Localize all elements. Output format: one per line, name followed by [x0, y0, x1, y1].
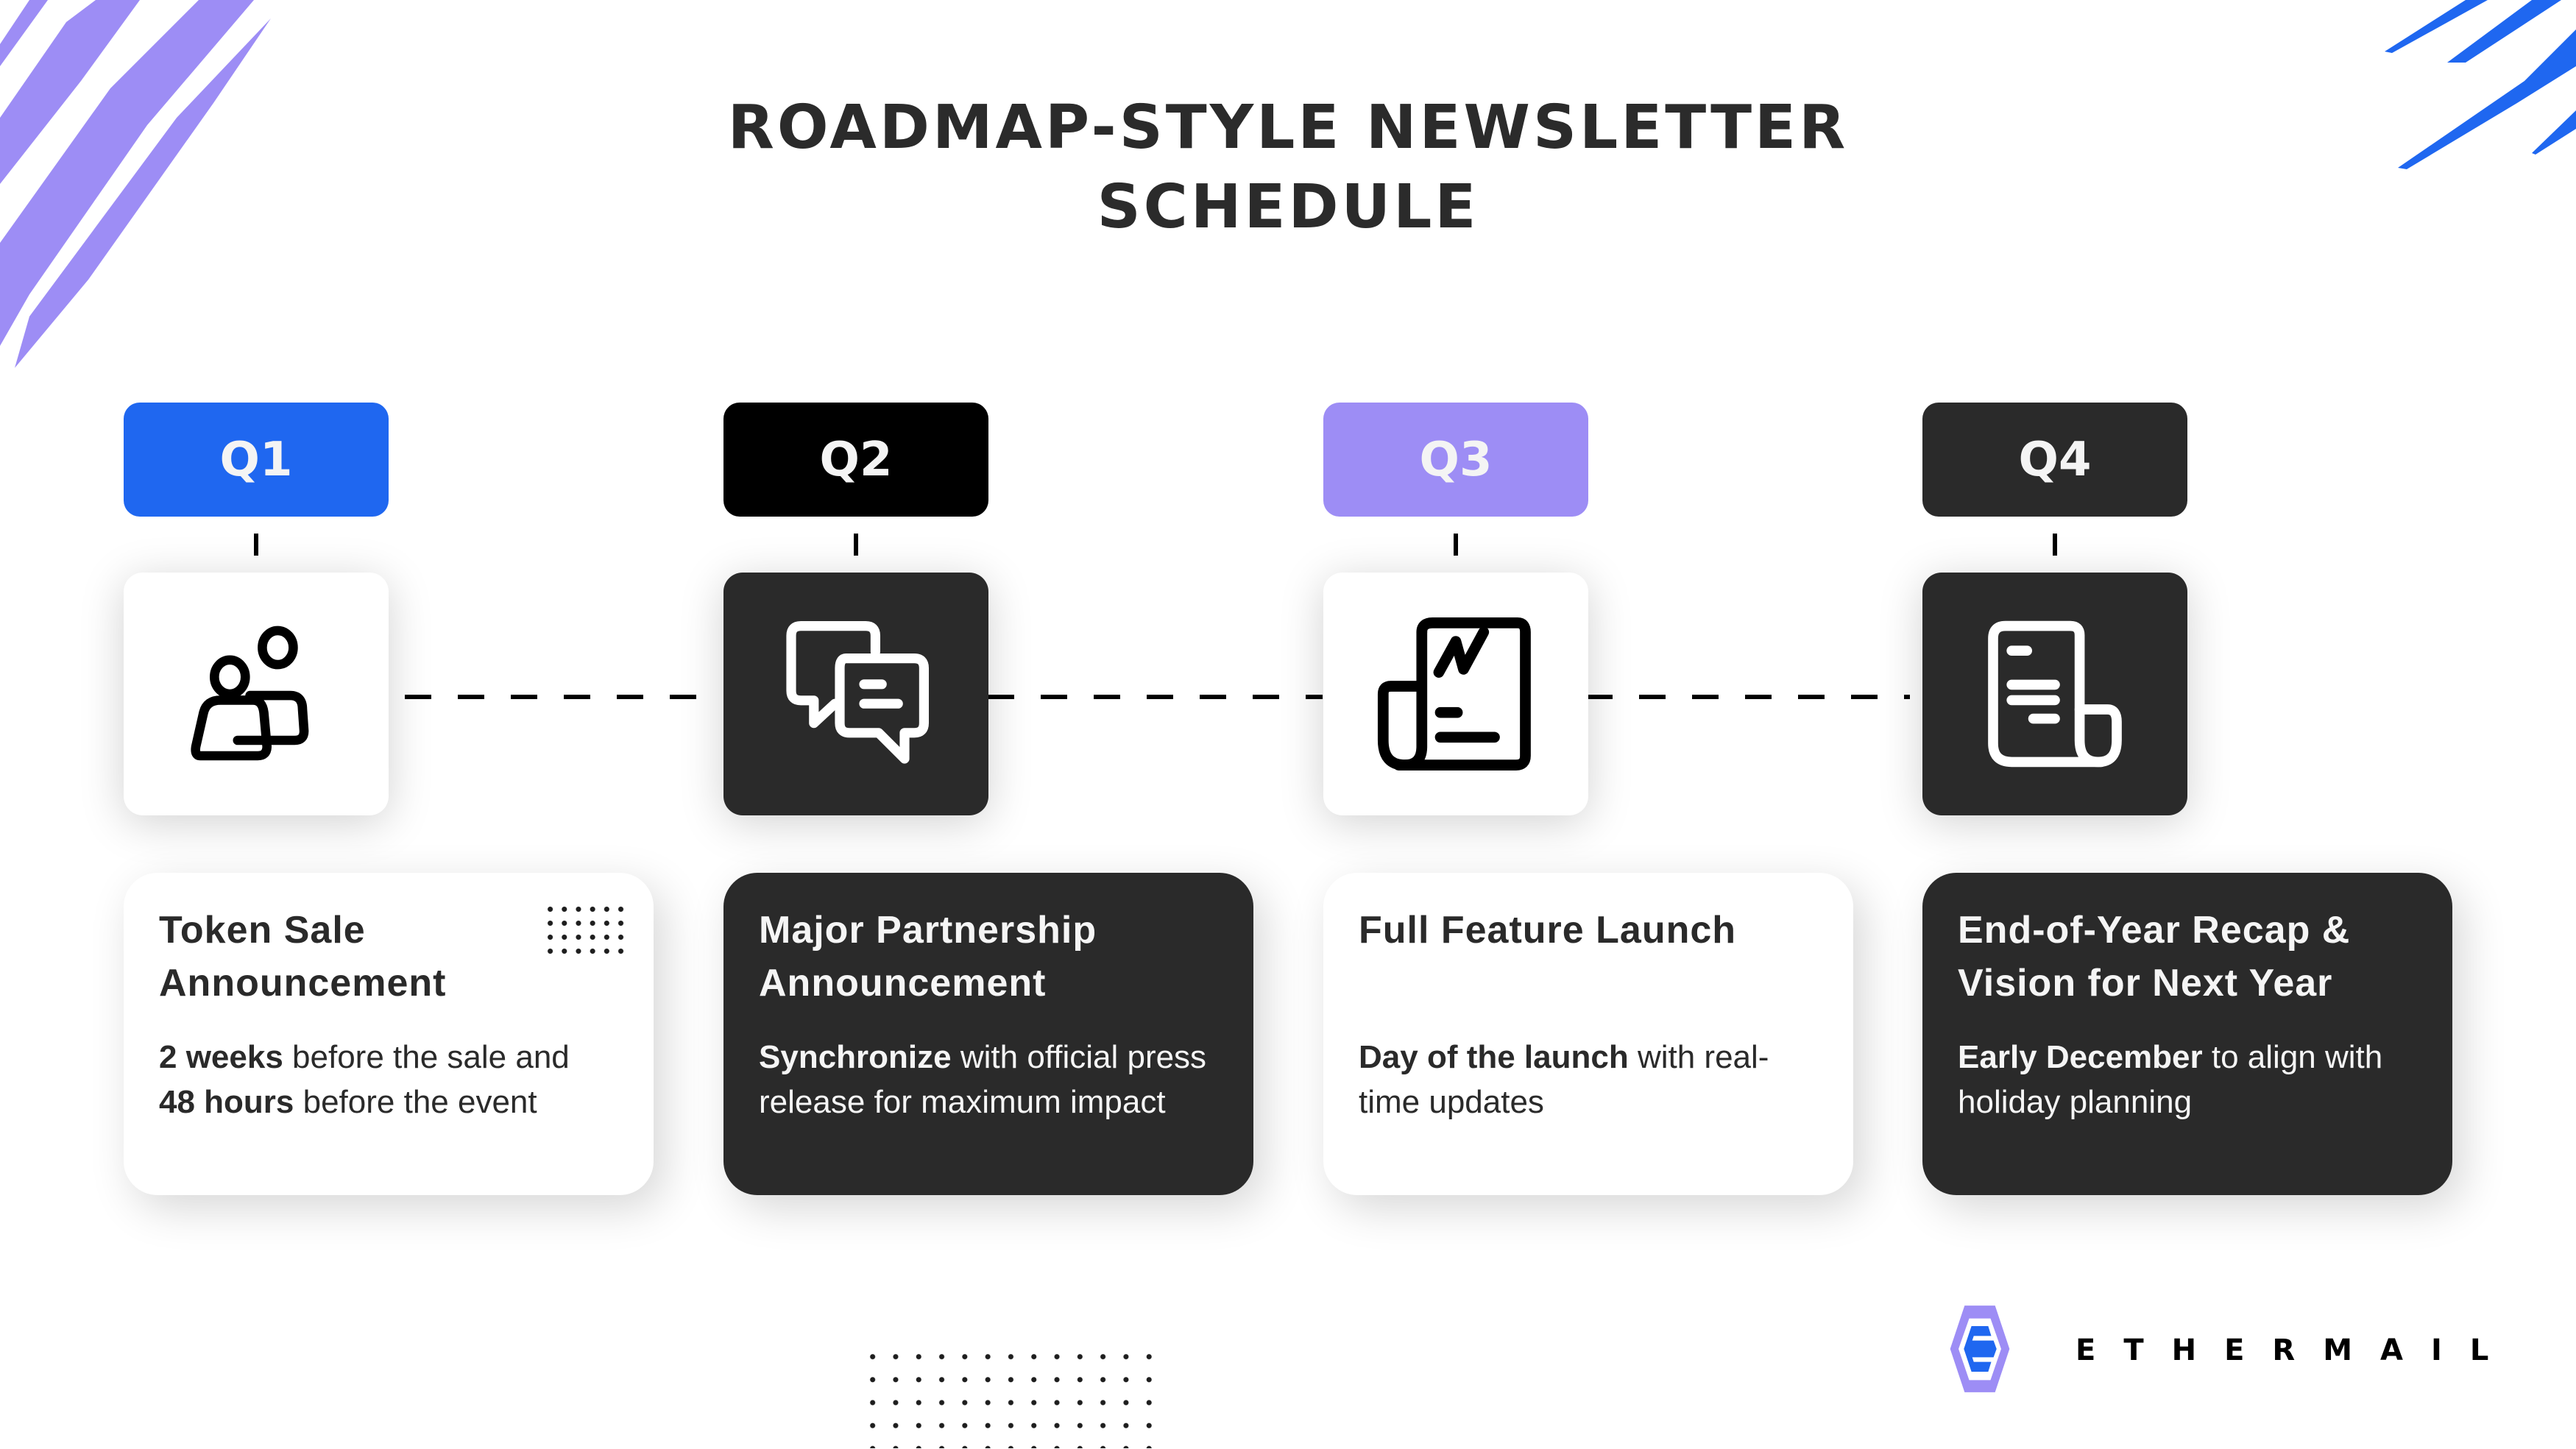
- card-title: End-of-Year Recap & Vision for Next Year: [1958, 909, 2351, 1005]
- card-description: Early December to align with holiday pla…: [1958, 1039, 2383, 1120]
- people-icon: [191, 626, 309, 761]
- card-description: 2 weeks before the sale and 48 hours bef…: [159, 1039, 570, 1120]
- milestone-card-q1: Token Sale Announcement 2 weeks before t…: [124, 873, 654, 1195]
- document-scroll-icon: [1988, 620, 2122, 768]
- card-title: Token Sale Announcement: [159, 909, 447, 1005]
- title-line-2: SCHEDULE: [1097, 172, 1479, 242]
- purple-brush-strokes-decoration: [0, 0, 271, 368]
- card-description: Day of the launch with real-time updates: [1359, 1039, 1769, 1120]
- milestone-card-q4: End-of-Year Recap & Vision for Next Year…: [1922, 873, 2452, 1195]
- timeline-connector: [405, 695, 721, 699]
- badge-connector-tick: [2053, 534, 2057, 556]
- icon-box-q3: [1323, 573, 1588, 815]
- icon-box-q1: [124, 573, 389, 815]
- quarter-label: Q4: [2018, 432, 2092, 487]
- title-line-1: ROADMAP-STYLE NEWSLETTER: [727, 93, 1849, 163]
- brand-wordmark: ETHERMAIL: [2076, 1333, 2517, 1367]
- report-chart-icon: [1377, 617, 1531, 770]
- quarter-label: Q3: [1419, 432, 1493, 487]
- quarter-badge-q1: Q1: [124, 403, 389, 517]
- quarter-label: Q1: [219, 432, 293, 487]
- milestone-card-q3: Full Feature Launch Day of the launch wi…: [1323, 873, 1853, 1195]
- timeline-connector: [988, 695, 1323, 699]
- card-title: Full Feature Launch: [1359, 909, 1737, 952]
- ethermail-hexagon-logo: [1950, 1305, 2010, 1392]
- chat-bubbles-icon: [786, 621, 929, 764]
- blue-brush-strokes-decoration: [2385, 0, 2576, 169]
- page-title: ROADMAP-STYLE NEWSLETTER SCHEDULE: [0, 88, 2576, 247]
- quarter-badge-q4: Q4: [1922, 403, 2187, 517]
- timeline-connector: [1586, 695, 1910, 699]
- card-title: Major Partnership Announcement: [759, 909, 1097, 1005]
- dot-grid-decoration: [543, 902, 629, 958]
- badge-connector-tick: [854, 534, 858, 556]
- quarter-label: Q2: [819, 432, 893, 487]
- quarter-badge-q3: Q3: [1323, 403, 1588, 517]
- quarter-badge-q2: Q2: [723, 403, 988, 517]
- card-description: Synchronize with official press release …: [759, 1039, 1207, 1120]
- badge-connector-tick: [254, 534, 258, 556]
- milestone-card-q2: Major Partnership Announcement Synchroni…: [723, 873, 1253, 1195]
- badge-connector-tick: [1454, 534, 1458, 556]
- icon-box-q2: [723, 573, 988, 815]
- icon-box-q4: [1922, 573, 2187, 815]
- dot-grid-decoration: [861, 1345, 1161, 1448]
